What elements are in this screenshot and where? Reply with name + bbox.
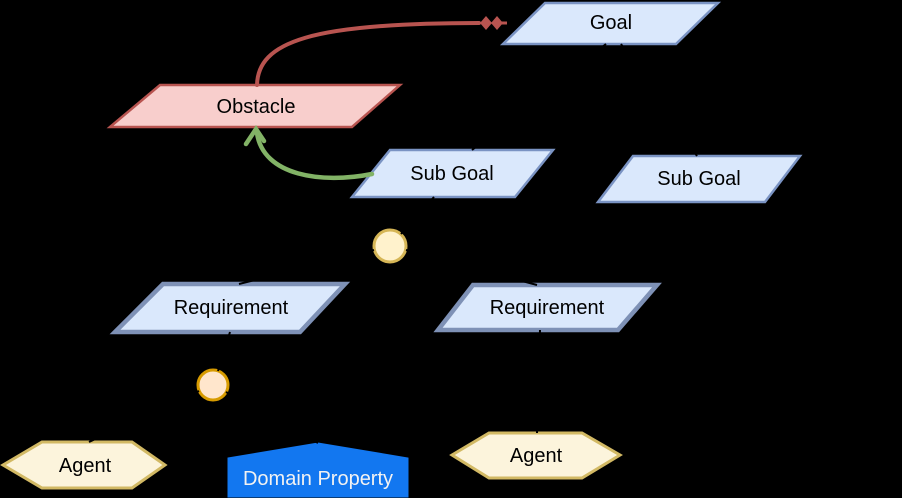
obstruction-diamond-marker-2 bbox=[491, 16, 503, 30]
domain-property-label: Domain Property bbox=[243, 468, 393, 490]
connector-goal-subgoal-right bbox=[620, 43, 698, 157]
agent-left-node: Agent bbox=[0, 440, 168, 490]
agent-left-label: Agent bbox=[59, 455, 112, 477]
requirement-right-node: Requirement bbox=[433, 282, 662, 333]
subgoal-left-node: Sub Goal bbox=[349, 148, 556, 199]
domain-property-node: Domain Property bbox=[227, 442, 409, 498]
requirement-left-label: Requirement bbox=[174, 297, 289, 319]
obstacle-parallelogram bbox=[106, 83, 404, 129]
resolution-arrowhead bbox=[243, 124, 267, 147]
subgoal-left-label: Sub Goal bbox=[410, 163, 493, 185]
goal-parallelogram bbox=[499, 1, 722, 46]
refinement-junction-upper bbox=[372, 228, 408, 264]
connector-requirement-junction-lower bbox=[217, 331, 231, 372]
obstruction-edge bbox=[255, 16, 507, 87]
requirement-right-parallelogram bbox=[433, 282, 662, 333]
subgoal-left-parallelogram bbox=[349, 148, 556, 199]
connector-junction-requirement-left bbox=[238, 249, 375, 285]
requirement-left-node: Requirement bbox=[109, 281, 351, 335]
requirement-right-label: Requirement bbox=[490, 297, 605, 319]
resolution-edge bbox=[243, 124, 375, 181]
connector-junction-agent-left bbox=[88, 390, 200, 443]
subgoal-right-label: Sub Goal bbox=[657, 168, 740, 190]
goal-node: Goal bbox=[499, 1, 722, 46]
connector-junction-domain-property bbox=[225, 391, 319, 444]
subgoal-right-parallelogram bbox=[595, 154, 803, 204]
refinement-connectors bbox=[88, 43, 698, 444]
refinement-junction-lower bbox=[196, 368, 230, 402]
goal-label: Goal bbox=[590, 12, 632, 34]
connector-subgoal-junction bbox=[400, 196, 435, 235]
agent-right-label: Agent bbox=[510, 445, 563, 467]
connector-junction-requirement-right bbox=[405, 249, 538, 286]
connector-goal-subgoal-left bbox=[471, 43, 607, 151]
agent-left-hexagon bbox=[0, 440, 168, 490]
agent-right-hexagon bbox=[449, 431, 623, 480]
obstacle-node: Obstacle bbox=[106, 83, 404, 129]
domain-property-pentagon bbox=[227, 442, 409, 498]
requirement-left-parallelogram bbox=[109, 281, 351, 335]
obstruction-curve bbox=[255, 21, 481, 87]
connector-requirement-agent-right bbox=[536, 329, 541, 434]
obstruction-diamond-marker-1 bbox=[480, 16, 492, 30]
resolution-curve bbox=[254, 130, 375, 181]
subgoal-right-node: Sub Goal bbox=[595, 154, 803, 204]
agent-right-node: Agent bbox=[449, 431, 623, 480]
obstacle-label: Obstacle bbox=[217, 96, 296, 118]
